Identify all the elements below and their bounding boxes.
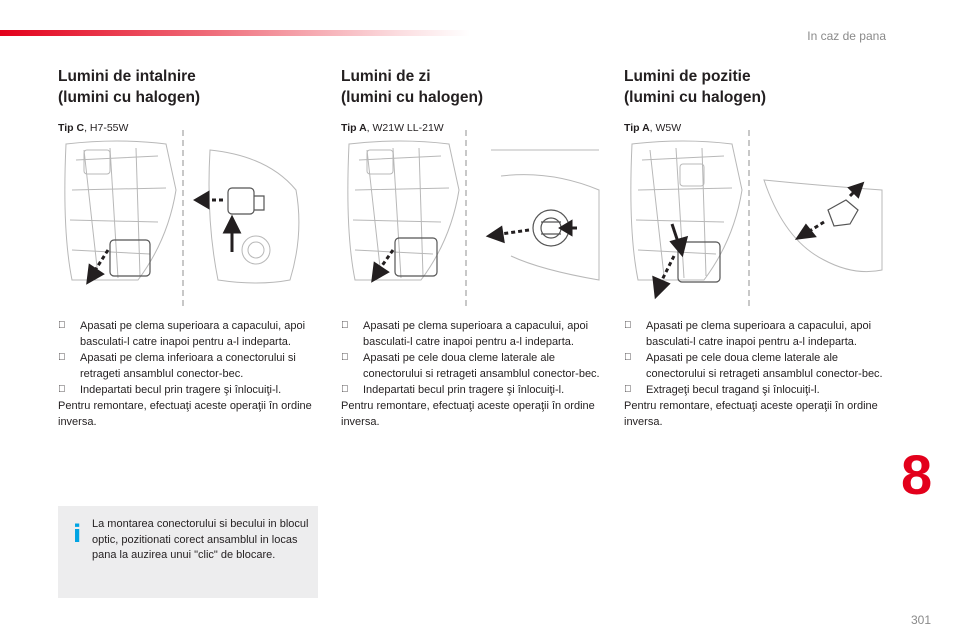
info-note: i La montarea conectorului si becului in… <box>58 506 318 598</box>
instruction-step: Apasati pe clema superioara a capacului… <box>58 318 323 350</box>
instruction-step: Apasati pe clema inferioara a conectoru… <box>58 350 323 382</box>
instruction-step: Apasati pe cele doua cleme laterale ale… <box>341 350 606 382</box>
page-number: 301 <box>911 613 932 627</box>
section-daytime-lights: Lumini de zi(lumini cu halogen) Tip A, W… <box>341 66 601 134</box>
closing-text: Pentru remontare, efectuaţi aceste opera… <box>624 400 878 428</box>
bullet-icon:  <box>341 382 363 398</box>
section-position-lights: Lumini de pozitie(lumini cu halogen) Tip… <box>624 66 884 134</box>
header-accent-bar <box>0 30 470 36</box>
bullet-icon:  <box>58 318 80 350</box>
bulb-type: Tip A, W21W LL-21W <box>341 122 444 134</box>
daytime-lights-illustration <box>341 130 603 308</box>
bullet-icon:  <box>624 350 646 382</box>
section-heading: Lumini de intalnire(lumini cu halogen) <box>58 68 201 106</box>
instruction-step: Indepartati becul prin tragere şi înloc… <box>58 382 323 398</box>
bullet-icon:  <box>624 318 646 350</box>
instruction-step: Indepartati becul prin tragere şi înloc… <box>341 382 606 398</box>
headlamp-rear-view-illustration <box>347 130 600 308</box>
bullet-icon:  <box>341 318 363 350</box>
bullet-icon:  <box>58 382 80 398</box>
instructions-low-beam: Apasati pe clema superioara a capacului… <box>58 318 323 430</box>
closing-text: Pentru remontare, efectuaţi aceste opera… <box>341 400 595 428</box>
position-lights-illustration <box>624 130 886 308</box>
bullet-icon:  <box>58 350 80 382</box>
instructions-daytime-lights: Apasati pe clema superioara a capacului… <box>341 318 606 430</box>
headlamp-rear-view-illustration <box>630 130 883 308</box>
bulb-type: Tip A, W5W <box>624 122 682 134</box>
instruction-step: Apasati pe cele doua cleme laterale ale… <box>624 350 889 382</box>
bullet-icon:  <box>624 382 646 398</box>
bulb-type: Tip C, H7-55W <box>58 122 129 134</box>
bullet-icon:  <box>341 350 363 382</box>
section-heading: Lumini de zi(lumini cu halogen) <box>341 68 484 106</box>
instruction-step: Extrageţi becul tragand şi înlocuiţi-l. <box>624 382 889 398</box>
headlamp-rear-view-illustration <box>64 130 300 308</box>
section-heading: Lumini de pozitie(lumini cu halogen) <box>624 68 767 106</box>
info-icon: i <box>73 520 82 548</box>
section-low-beam: Lumini de intalnire(lumini cu halogen) T… <box>58 66 318 134</box>
closing-text: Pentru remontare, efectuaţi aceste opera… <box>58 400 312 428</box>
instruction-step: Apasati pe clema superioara a capacului… <box>624 318 889 350</box>
low-beam-illustration <box>58 130 320 308</box>
chapter-title: In caz de pana <box>807 29 886 43</box>
chapter-number: 8 <box>901 443 933 506</box>
instruction-step: Apasati pe clema superioara a capacului… <box>341 318 606 350</box>
info-note-text: La montarea conectorului si becului in b… <box>92 518 309 561</box>
instructions-position-lights: Apasati pe clema superioara a capacului… <box>624 318 889 430</box>
